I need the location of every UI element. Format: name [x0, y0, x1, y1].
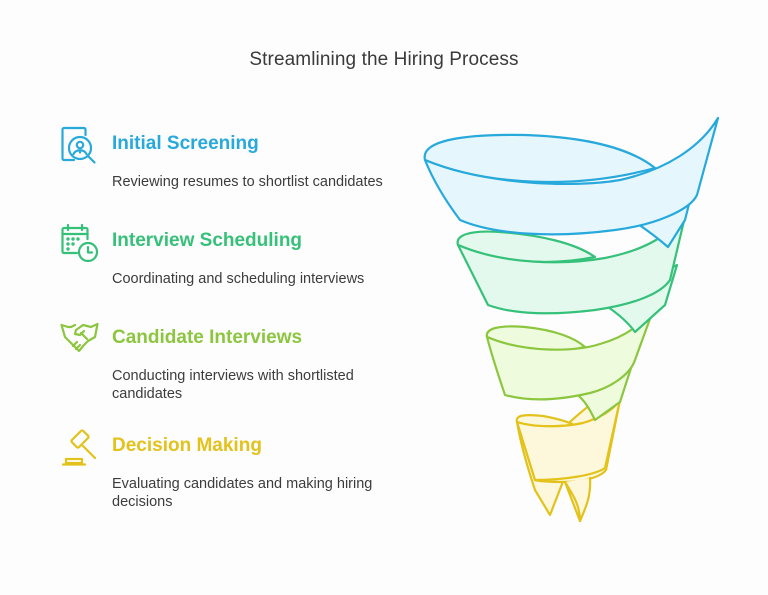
- funnel-band-initial-screening: [423, 116, 720, 249]
- gavel-icon: [60, 428, 100, 468]
- step-description: Reviewing resumes to shortlist candidate…: [112, 174, 383, 190]
- step-description: Conducting interviews with shortlisted c…: [112, 368, 354, 402]
- spiral-funnel-graphic: [415, 110, 735, 530]
- step-description: Evaluating candidates and making hiring …: [112, 476, 373, 510]
- page-title: Streamlining the Hiring Process: [249, 49, 519, 70]
- resume-search-icon: [60, 126, 100, 166]
- funnel-band-candidate-interviews: [485, 303, 657, 422]
- step-heading: Decision Making: [112, 435, 262, 456]
- step-heading: Initial Screening: [112, 133, 259, 154]
- funnel-band-interview-scheduling: [456, 206, 689, 334]
- step-heading: Candidate Interviews: [112, 327, 303, 348]
- calendar-clock-icon: [60, 223, 100, 263]
- step-description: Coordinating and scheduling interviews: [112, 271, 365, 287]
- handshake-icon: [60, 320, 100, 360]
- step-heading: Interview Scheduling: [112, 230, 303, 251]
